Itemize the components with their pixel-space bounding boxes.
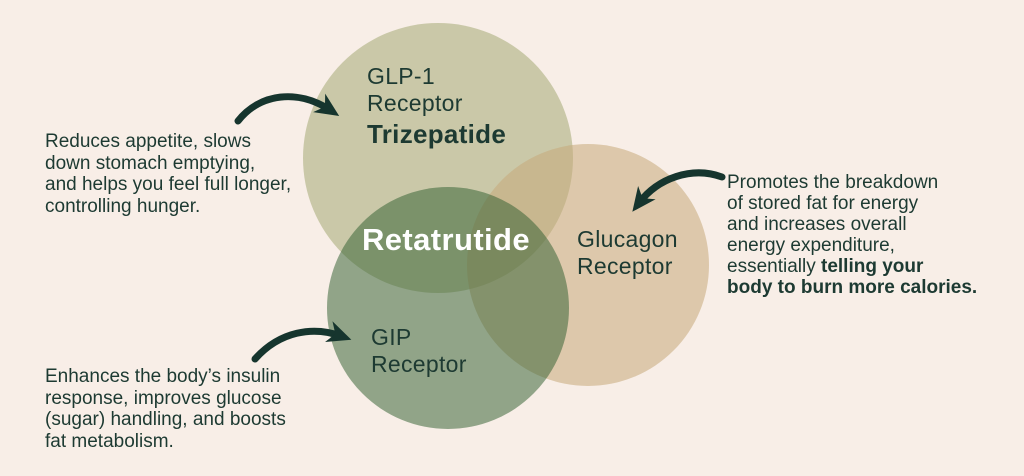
glucagon-annotation-regular: Promotes the breakdown of stored fat for… (727, 172, 939, 277)
glucagon-annotation-text: Promotes the breakdown of stored fat for… (727, 172, 977, 298)
trizepatide-drug-label: Trizepatide (367, 119, 507, 149)
arrow-to-glucagon-icon (632, 169, 726, 212)
glp1-receptor-label: GLP-1 Receptor (367, 63, 463, 116)
arrow-to-glp1-icon (234, 93, 340, 125)
glucagon-annotation-bold: telling your body to burn more calories. (727, 256, 978, 298)
gip-annotation-text: Enhances the body’s insulin response, im… (45, 366, 286, 452)
glucagon-receptor-label: Glucagon Receptor (577, 226, 678, 279)
venn-circle-gip (327, 187, 569, 429)
gip-receptor-label: GIP Receptor (371, 324, 467, 377)
retatrutide-center-label: Retatrutide (362, 222, 531, 257)
arrow-to-gip-icon (251, 321, 352, 363)
glp1-annotation-text: Reduces appetite, slows down stomach emp… (45, 131, 292, 217)
